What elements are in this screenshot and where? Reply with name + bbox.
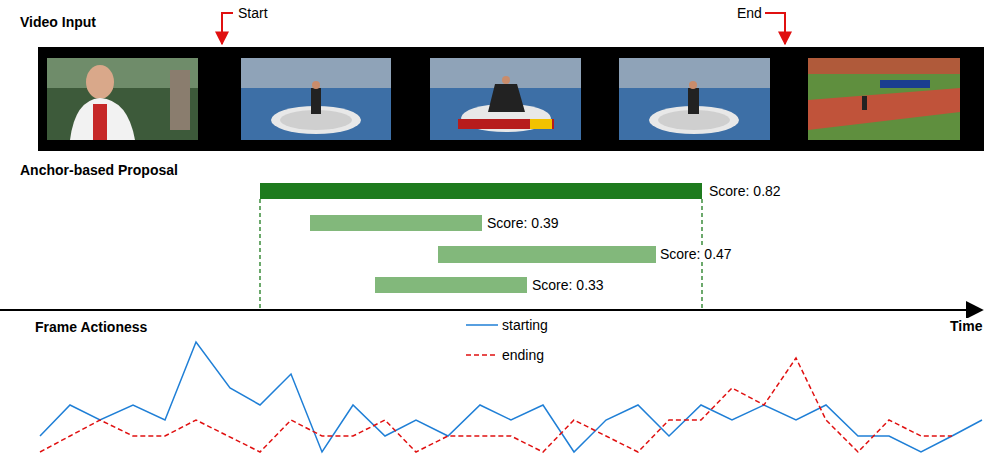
score-label: Score: 0.47 [658,246,734,262]
legend-text: ending [500,347,546,363]
marker-label: Start [236,5,270,21]
score-label: Score: 0.82 [707,183,783,199]
proposal-bar [260,183,702,199]
video-frame [619,58,770,140]
legend-line-sample [466,324,498,326]
video-frame [241,58,391,140]
ending-curve [40,358,952,452]
proposal-bar [375,277,527,293]
video-frame [47,58,198,140]
score-label: Score: 0.39 [485,215,561,231]
legend-text: starting [500,317,550,333]
video-frame [430,58,581,140]
start-pointer [222,13,233,44]
end-pointer [765,13,785,44]
proposal-bar [310,215,482,231]
marker-label: End [735,5,764,21]
film-strip [38,47,984,151]
legend-line-sample [466,354,498,356]
score-label: Score: 0.33 [530,277,606,293]
section-title: Frame Actioness [33,319,149,335]
video-frame [808,58,960,140]
boundary-guide [259,199,260,310]
axis-label: Time [948,318,984,334]
section-title: Anchor-based Proposal [18,162,180,178]
section-title: Video Input [18,14,98,30]
time-axis [0,309,982,311]
proposal-bar [438,246,656,263]
starting-curve [40,342,982,452]
